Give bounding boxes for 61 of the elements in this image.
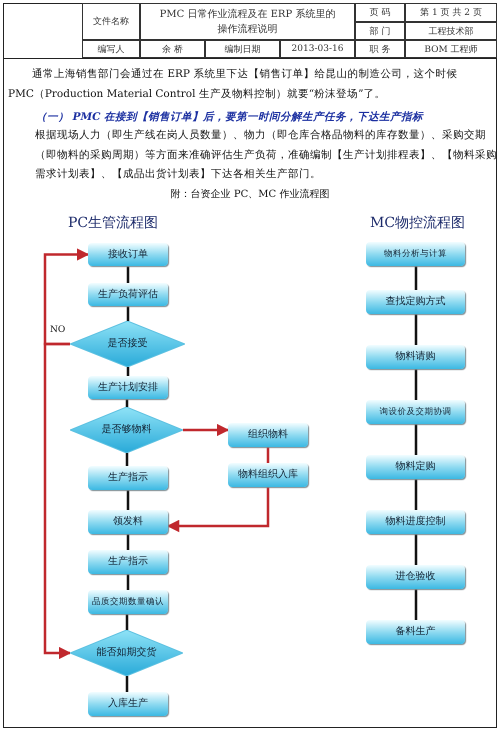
connector-line bbox=[414, 424, 418, 455]
process-box: 领发料 bbox=[88, 510, 168, 534]
table-cell: 编写人 bbox=[82, 40, 140, 58]
paragraph: 根据现场人力（即生产线在岗人员数量）、物力（即仓库合格品物料的库存数量）、采购交期（即物料的采购周期）等方面来准确评估生产负荷，准确编制【生产计划排程表】、【物料采购需求计划表】、【成品出货计划表】下达各相关生产部门。 bbox=[35, 128, 497, 182]
connector-line bbox=[266, 447, 270, 463]
arrow bbox=[166, 487, 270, 532]
connector-line bbox=[126, 574, 130, 590]
table-cell: 页 码 bbox=[355, 3, 405, 22]
decision-diamond: 能否如期交货 bbox=[70, 630, 183, 676]
connector-line bbox=[126, 676, 128, 692]
paragraph: 通常上海销售部门会通过在 ERP 系统里下达【销售订单】给昆山的制造公司，这个时候 PMC（Production Material Control 生产及物料控制）就要“粉沫登场”了。 bbox=[8, 67, 458, 102]
connector-line bbox=[126, 534, 130, 550]
connector-line bbox=[126, 614, 128, 630]
process-box: 生产负荷评估 bbox=[88, 283, 168, 306]
connector-line bbox=[414, 534, 418, 565]
process-box: 进仓验收 bbox=[366, 565, 465, 589]
arrow bbox=[183, 424, 230, 436]
connector-line bbox=[414, 479, 418, 510]
process-box: 询设价及交期协调 bbox=[366, 400, 465, 424]
connector-line bbox=[126, 367, 130, 376]
process-box: 生产计划安排 bbox=[88, 376, 168, 399]
table-cell: 文件名称 bbox=[82, 3, 140, 40]
process-box: 生产指示 bbox=[88, 550, 168, 574]
table-cell: 第 1 页 共 2 页 bbox=[405, 3, 497, 22]
connector-line bbox=[414, 369, 418, 400]
section-heading: （一） PMC 在接到【销售订单】后，要第一时间分解生产任务，下达生产指标 bbox=[36, 110, 424, 125]
connector-line bbox=[126, 453, 128, 466]
arrow bbox=[44, 248, 90, 346]
figure-caption: 附：台资企业 PC、MC 作业流程图 bbox=[170, 188, 330, 201]
process-box: 物料请购 bbox=[366, 345, 465, 369]
connector-line bbox=[126, 266, 130, 283]
arrow bbox=[44, 342, 72, 660]
process-box: 物料组织入库 bbox=[228, 463, 308, 487]
process-box: 物料进度控制 bbox=[366, 510, 465, 534]
document-title: PMC 日常作业流程及在 ERP 系统里的操作流程说明 bbox=[140, 3, 355, 40]
chart-heading: PC生管流程图 bbox=[68, 214, 158, 232]
process-box: 品质交期数量确认 bbox=[88, 590, 168, 614]
connector-line bbox=[414, 266, 418, 290]
table-cell: 部 门 bbox=[355, 22, 405, 40]
decision-diamond: 是否接受 bbox=[70, 321, 185, 367]
decision-diamond: 是否够物料 bbox=[70, 407, 183, 453]
connector-line bbox=[126, 306, 130, 321]
process-box: 物料定购 bbox=[366, 455, 465, 479]
process-box: 组织物料 bbox=[228, 423, 308, 447]
connector-line bbox=[414, 589, 418, 620]
table-cell: 余 桥 bbox=[140, 40, 205, 58]
process-box: 物料分析与计算 bbox=[366, 242, 465, 266]
table-cell: 2013-03-16 bbox=[280, 40, 355, 58]
connector-line bbox=[126, 490, 130, 510]
table-cell: 编制日期 bbox=[205, 40, 280, 58]
process-box: 接收订单 bbox=[88, 243, 168, 266]
connector-line bbox=[414, 314, 418, 345]
process-box: 备料生产 bbox=[366, 620, 465, 644]
chart-heading: MC物控流程图 bbox=[370, 214, 466, 232]
table-cell: 职 务 bbox=[355, 40, 405, 58]
process-box: 生产指示 bbox=[88, 466, 168, 490]
connector-line bbox=[126, 399, 128, 407]
table-cell: BOM 工程师 bbox=[405, 40, 497, 58]
process-box: 入库生产 bbox=[88, 692, 168, 716]
process-box: 查找定购方式 bbox=[366, 290, 465, 314]
table-cell: 工程技术部 bbox=[405, 22, 497, 40]
